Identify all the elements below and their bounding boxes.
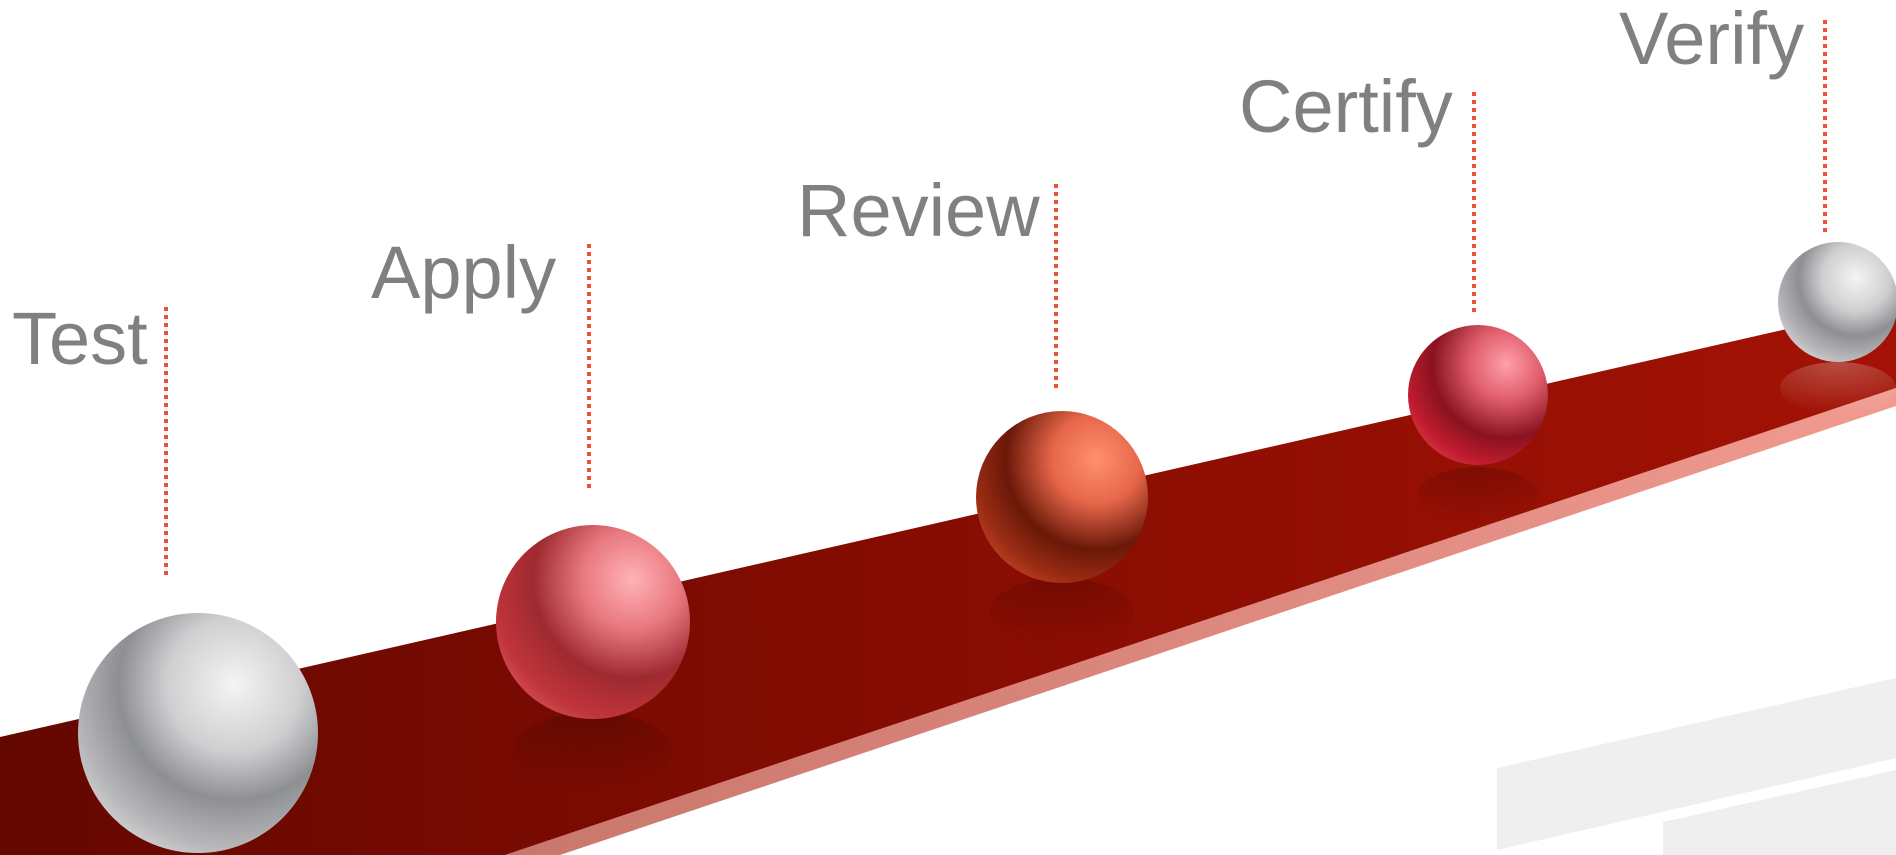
sphere-reflections: [513, 362, 1896, 792]
step-label-certify: Certify: [1239, 65, 1453, 148]
ghost-panel-lower: [1663, 770, 1896, 855]
sphere-verify: [1778, 242, 1896, 362]
step-label-test: Test: [12, 297, 148, 380]
connector-lines: [164, 20, 1827, 575]
reflection-certify: [1418, 467, 1538, 523]
reflection-verify: [1780, 362, 1896, 414]
step-label-verify: Verify: [1619, 0, 1805, 80]
reflection-review: [990, 578, 1134, 646]
sphere-test: [78, 613, 318, 853]
sphere-apply: [496, 525, 690, 719]
step-label-apply: Apply: [371, 231, 557, 314]
timeline-band: [0, 304, 1896, 855]
sphere-certify: [1408, 325, 1548, 465]
ghost-panel-upper: [1497, 678, 1896, 850]
step-label-review: Review: [797, 169, 1040, 252]
reflection-apply: [513, 712, 673, 792]
sphere-review: [976, 411, 1148, 583]
